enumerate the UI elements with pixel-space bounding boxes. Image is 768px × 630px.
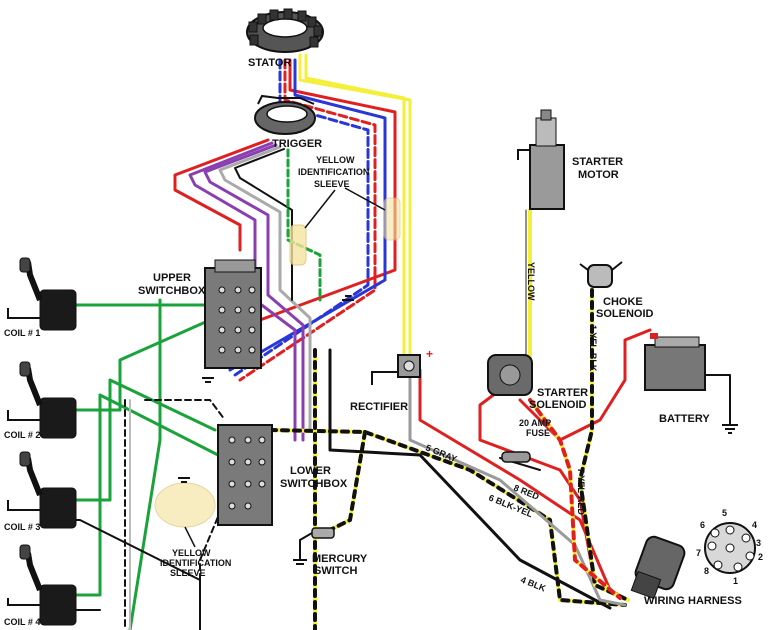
wire-stator-red-dash <box>238 58 377 382</box>
wire-trigger-purple-2 <box>203 143 305 442</box>
harness-pin-4: 4 <box>752 520 757 530</box>
wire-trigger-purple-1 <box>188 141 297 442</box>
upper-switchbox <box>204 259 262 369</box>
yellow-sleeve-top-label-3: SLEEVE <box>314 179 350 189</box>
starter-solenoid <box>487 354 533 396</box>
wire-stator-red <box>288 58 397 247</box>
rectifier-label: RECTIFIER <box>350 401 408 413</box>
trigger-label: TRIGGER <box>272 138 322 150</box>
fuse <box>501 451 531 463</box>
trigger <box>254 94 316 135</box>
battery-label: BATTERY <box>659 413 710 425</box>
wire-trigger-green-dash <box>286 148 322 302</box>
wire-yel-blk-merc-dash <box>328 430 367 532</box>
wires <box>59 53 731 630</box>
fuse-label-1: 20 AMP <box>519 418 551 428</box>
fuse-label-2: FUSE <box>526 428 550 438</box>
wire-stator-blue <box>293 58 387 217</box>
yellow-sleeve-top-label-2: IDENTIFICATION <box>298 167 369 177</box>
lower-switchbox-label-2: SWITCHBOX <box>280 478 348 490</box>
wiring-harness-label: WIRING HARNESS <box>644 595 742 607</box>
choke-solenoid-label-2: SOLENOID <box>596 308 654 320</box>
wire-green-coil2 <box>68 318 212 412</box>
rectifier: + <box>371 347 433 385</box>
wire-yelred-dash <box>528 398 622 600</box>
coil-1 <box>7 257 77 331</box>
starter-solenoid-label-2: SOLENOID <box>529 399 587 411</box>
harness-pin-1: 1 <box>733 576 738 586</box>
choke-solenoid-label-1: CHOKE <box>603 296 643 308</box>
coil-3-label: COIL # 3 <box>4 522 40 532</box>
coil-4 <box>7 544 77 626</box>
yellow-sleeve-top <box>289 187 401 266</box>
wire-label-yel-red: 7 YEL-RED <box>576 468 586 515</box>
lower-switchbox-label-1: LOWER <box>290 465 331 477</box>
starter-motor-label-1: STARTER <box>572 156 623 168</box>
lower-switchbox <box>217 424 273 526</box>
wire-gray-5 <box>408 373 627 607</box>
coil-4-label: COIL # 4 <box>4 617 40 627</box>
coil-3 <box>7 451 77 529</box>
starter-motor <box>517 109 565 210</box>
harness-pin-5: 5 <box>722 508 727 518</box>
wire-label-yel-blk: 1 YEL-BLK <box>588 325 598 372</box>
yellow-sleeve-top-label-1: YELLOW <box>316 155 355 165</box>
starter-motor-label-2: MOTOR <box>578 169 619 181</box>
stator-label: STATOR <box>248 57 291 69</box>
ground-icon <box>178 295 354 483</box>
harness-pin-8: 8 <box>704 566 709 576</box>
wire-green-coil3 <box>68 378 217 502</box>
wire-label-blk: 4 BLK <box>519 575 547 594</box>
starter-solenoid-label-1: STARTER <box>537 387 588 399</box>
wire-white-dash-3 <box>144 399 226 421</box>
wire-green-vert <box>128 298 162 630</box>
upper-switchbox-label-1: UPPER <box>153 272 191 284</box>
choke-solenoid <box>579 261 623 288</box>
wire-stator-yellow-2 <box>304 53 406 362</box>
wire-black-4 <box>328 348 612 610</box>
harness-pin-diagram <box>704 522 756 574</box>
harness-pin-2: 2 <box>758 552 763 562</box>
svg-text:+: + <box>426 347 433 361</box>
battery-ground-icon <box>722 424 738 434</box>
coil-2-label: COIL # 2 <box>4 430 40 440</box>
yellow-sleeve-bottom-label-1: YELLOW <box>172 548 211 558</box>
yellow-sleeve-bottom-label-3: SLEEVE <box>170 568 206 578</box>
coil-2 <box>7 361 77 439</box>
harness-pin-6: 6 <box>700 520 705 530</box>
upper-switchbox-label-2: SWITCHBOX <box>138 285 206 297</box>
wiring-harness-plug <box>630 535 686 600</box>
mercury-switch-label-1: MERCURY <box>312 553 368 565</box>
harness-pin-7: 7 <box>696 548 701 558</box>
coil-1-label: COIL # 1 <box>4 328 40 338</box>
wire-trigger-red <box>173 138 270 252</box>
wire-stator-yellow-1 <box>298 53 412 362</box>
harness-pin-3: 3 <box>756 538 761 548</box>
wire-yelblk-choke-dash <box>578 288 630 602</box>
wire-yel-blk-main-dash <box>268 428 627 607</box>
wire-battery-ground <box>704 374 731 426</box>
battery <box>644 333 706 391</box>
mercury-switch <box>293 527 335 565</box>
wire-red-down <box>258 243 397 322</box>
yellow-sleeve-bottom <box>154 482 216 548</box>
yellow-sleeve-bottom-label-2: IDENTIFICATION <box>160 558 231 568</box>
wire-trigger-white <box>218 145 312 432</box>
wire-label-yellow: YELLOW <box>526 262 536 301</box>
mercury-switch-label-2: SWITCH <box>314 565 357 577</box>
stator <box>246 8 324 53</box>
